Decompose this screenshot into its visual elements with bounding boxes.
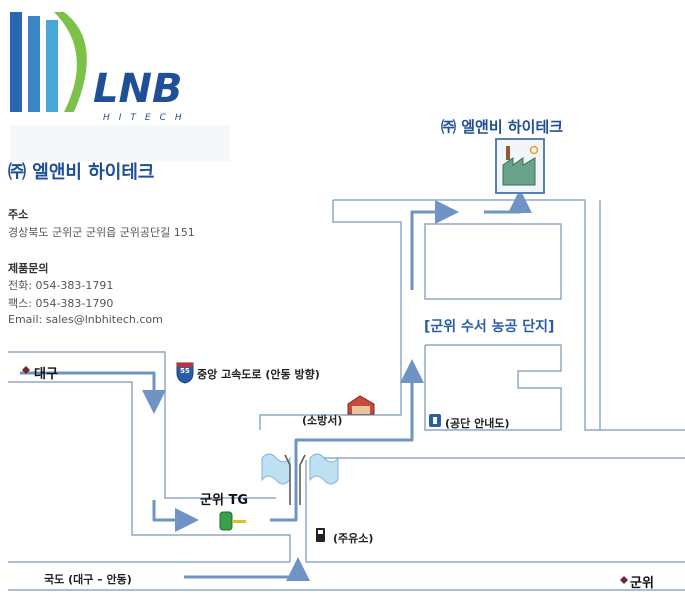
gas-station-label: (주유소) — [333, 532, 374, 545]
phone-number: 전화: 054-383-1791 — [8, 279, 114, 292]
river-crossing — [261, 453, 339, 505]
complex-label: [군위 수서 농공 단지] — [424, 319, 555, 335]
company-name: ㈜ 엘앤비 하이테크 — [8, 162, 155, 183]
svg-text:HITECH: HITECH — [103, 113, 191, 123]
guide-map-label: (공단 안내도) — [445, 417, 510, 430]
destination-label: ㈜ 엘앤비 하이테크 — [441, 118, 564, 136]
factory-icon — [495, 138, 545, 194]
fire-station-label: (소방서) — [302, 414, 343, 427]
fire-station-icon — [347, 395, 375, 415]
national-road-label: 국도 (대구 – 안동) — [44, 573, 132, 586]
route-arrows — [20, 189, 532, 581]
company-logo: LNB HITECH — [10, 12, 230, 161]
contact-heading: 제품문의 — [8, 262, 49, 275]
email-address[interactable]: Email: sales@lnbhitech.com — [8, 313, 163, 326]
address-value: 경상북도 군위군 군위읍 군위공단길 151 — [8, 226, 195, 239]
highway-shield-icon — [176, 362, 194, 384]
highway-shield-number: 55 — [180, 367, 190, 375]
direction-markers — [22, 366, 628, 584]
daegu-label: 대구 — [34, 367, 58, 382]
tollgate-icon — [219, 511, 246, 531]
highway-label: 중앙 고속도로 (안동 방향) — [197, 368, 320, 381]
svg-text:LNB: LNB — [93, 66, 182, 112]
address-heading: 주소 — [8, 208, 29, 221]
gunwi-label: 군위 — [630, 576, 654, 591]
tollgate-label: 군위 TG — [200, 493, 248, 508]
fax-number: 팩스: 054-383-1790 — [8, 297, 114, 310]
road-outlines — [8, 199, 685, 591]
gas-station-icon — [316, 528, 325, 542]
guide-map-icon — [429, 414, 441, 427]
